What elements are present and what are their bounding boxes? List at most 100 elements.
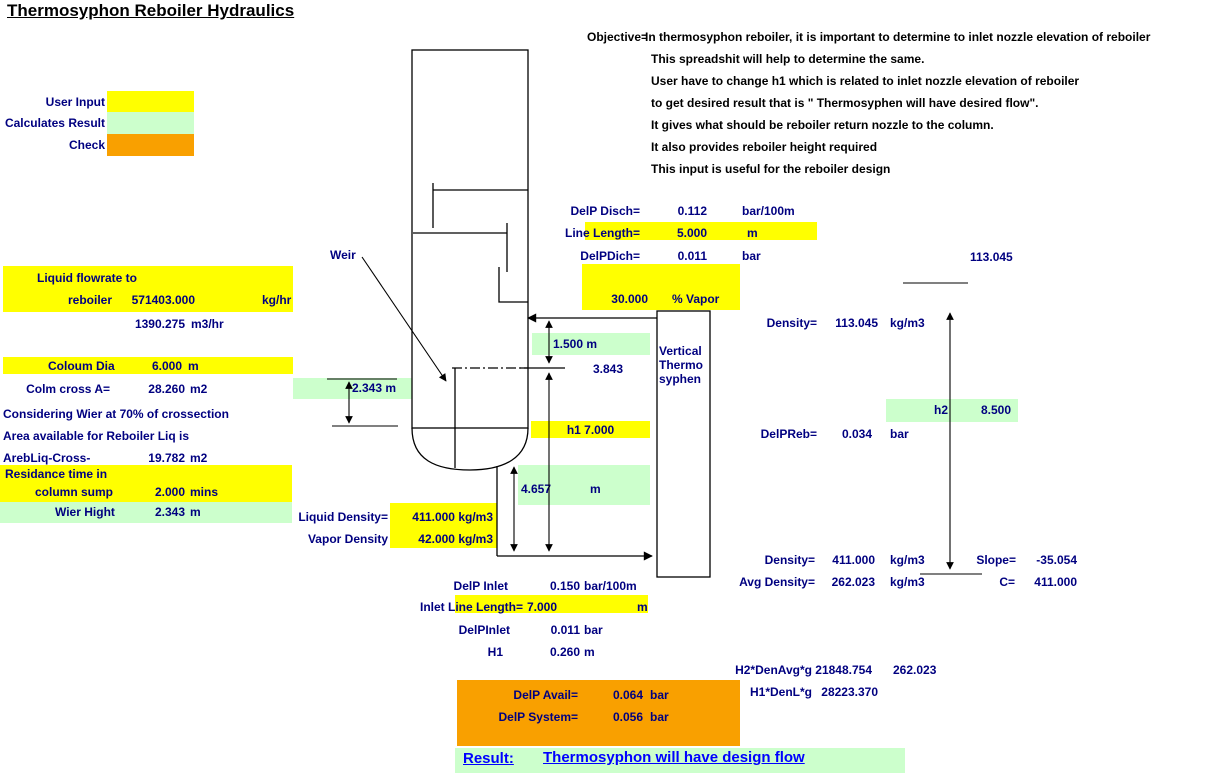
level-value-text: 3.843 (593, 362, 624, 376)
slope-value: -35.054 (1036, 553, 1077, 567)
h1-row-value: 0.260 (549, 645, 580, 659)
delp-disch-unit: bar/100m (742, 204, 795, 218)
inlet-line-length-label: Inlet Line Length= (419, 600, 523, 614)
h1-input-cell[interactable] (531, 421, 650, 438)
note-wier: Considering Wier at 70% of crossection (3, 407, 229, 421)
column-dia-value[interactable]: 6.000 (151, 359, 182, 373)
result-text: Thermosyphon will have design flow (543, 749, 805, 766)
weir-label: Weir (330, 248, 356, 262)
delpreb-label: DelPReb= (760, 427, 817, 441)
legend-check-label: Check (68, 138, 105, 152)
wier-hight-label: Wier Hight (55, 505, 115, 519)
page-title: Thermosyphon Reboiler Hydraulics (7, 1, 295, 20)
flowrate-label-1: Liquid flowrate to (37, 271, 137, 285)
slope-label: Slope= (976, 553, 1016, 567)
residence-label-2: column sump (35, 485, 114, 499)
flowrate-unit: kg/hr (262, 293, 292, 307)
dim-bottom-unit: m (590, 482, 601, 496)
delpinlet-value: 0.011 (550, 623, 580, 637)
delpinlet-unit: bar (584, 623, 603, 637)
column-tray-upper (432, 183, 528, 228)
flowrate-m3-value: 1390.275 (134, 317, 185, 331)
delpreb-value: 0.034 (841, 427, 872, 441)
delp-disch-label: DelP Disch= (570, 204, 640, 218)
objective-line: to get desired result that is " Thermosy… (651, 96, 1039, 110)
dim-weir-height-text: 2.343 m (352, 381, 397, 395)
col-cross-value: 28.260 (148, 382, 185, 396)
legend-user-input-swatch (107, 91, 194, 112)
delp-system-value: 0.056 (612, 710, 643, 724)
vapor-pct-unit: % Vapor (672, 292, 720, 306)
h2denavg-value: 21848.754 (815, 663, 872, 677)
dim-1500-result-cell (532, 333, 650, 355)
density-unit: kg/m3 (890, 316, 925, 330)
avg-density-label: Avg Density= (739, 575, 815, 589)
legend-user-input-label: User Input (45, 95, 105, 109)
residence-value[interactable]: 2.000 (154, 485, 185, 499)
h1-row-label: H1 (487, 645, 503, 659)
inlet-line-length-value[interactable]: 7.000 (527, 600, 558, 614)
flowrate-input-cell[interactable] (3, 266, 293, 312)
avg-density-unit: kg/m3 (890, 575, 925, 589)
residence-unit: mins (190, 485, 219, 499)
legend-calculated-label: Calculates Result (4, 116, 105, 130)
col-cross-label: Colm cross A= (26, 382, 110, 396)
delpreb-unit: bar (890, 427, 909, 441)
objective-label: Objective= (587, 30, 649, 44)
column-bottom-head (411, 427, 529, 471)
residence-label-1: Residance time in (5, 467, 108, 481)
avg-density-value: 262.023 (831, 575, 875, 589)
vapor-pct-input-cell[interactable] (582, 264, 740, 310)
line-length-value[interactable]: 5.000 (676, 226, 707, 240)
check-box (457, 680, 740, 746)
delp-avail-unit: bar (650, 688, 669, 702)
h1denl-label: H1*DenL*g (749, 685, 812, 699)
delpdich-label: DelPDich= (580, 249, 640, 263)
inlet-line-length-input-cell[interactable] (455, 595, 648, 613)
column-dia-input-cell[interactable] (3, 357, 293, 374)
wier-hight-value: 2.343 (154, 505, 185, 519)
density2-unit: kg/m3 (890, 553, 925, 567)
vap-density-label: Vapor Density (307, 532, 388, 546)
vap-density-value[interactable]: 42.000 kg/m3 (418, 532, 493, 546)
delp-inlet-value: 0.150 (549, 579, 580, 593)
flowrate-value[interactable]: 571403.000 (131, 293, 195, 307)
liq-density-value[interactable]: 411.000 kg/m3 (412, 510, 493, 524)
density-value: 113.045 (835, 316, 878, 330)
dim-4657-result-cell (518, 465, 650, 505)
vapor-pct-value[interactable]: 30.000 (611, 292, 648, 306)
delp-avail-value: 0.064 (612, 688, 643, 702)
line-length-input-cell[interactable] (585, 222, 817, 240)
flowrate-label-2: reboiler (67, 293, 112, 307)
h2-value: 8.500 (981, 403, 1012, 417)
density2-value: 411.000 (832, 553, 875, 567)
h1denl-value: 28223.370 (821, 685, 878, 699)
col-cross-unit: m2 (190, 382, 208, 396)
residence-time-input-cell[interactable] (0, 465, 292, 502)
objective-line: This spreadshit will help to determine t… (651, 52, 925, 66)
note-area: Area available for Reboiler Liq is (3, 429, 190, 443)
arebliq-label: ArebLiq-Cross- (3, 451, 91, 465)
legend-check-swatch (107, 134, 194, 156)
h1-cell-text[interactable]: h1 7.000 (566, 423, 615, 437)
wier-hight-result-cell (0, 502, 292, 523)
delpdich-value: 0.011 (677, 249, 707, 263)
flowrate-m3-unit: m3/hr (191, 317, 224, 331)
objective-line: It also provides reboiler height require… (651, 140, 878, 154)
line-length-unit: m (747, 226, 758, 240)
line-length-label: Line Length= (565, 226, 640, 240)
delp-system-unit: bar (650, 710, 669, 724)
objective-line: In thermosyphon reboiler, it is importan… (645, 30, 1151, 44)
delp-inlet-unit: bar/100m (584, 579, 637, 593)
delpdich-unit: bar (742, 249, 761, 263)
objective-line: It gives what should be reboiler return … (651, 118, 994, 132)
column-tray-lower (413, 223, 508, 272)
c-value: 411.000 (1034, 575, 1077, 589)
column-dia-unit: m (188, 359, 199, 373)
density-label: Density= (766, 316, 817, 330)
h1-row-unit: m (584, 645, 595, 659)
density-input-cell[interactable] (390, 503, 497, 548)
delp-inlet-label: DelP Inlet (453, 579, 508, 593)
objective-line: User have to change h1 which is related … (651, 74, 1080, 88)
column-shell (411, 49, 529, 429)
